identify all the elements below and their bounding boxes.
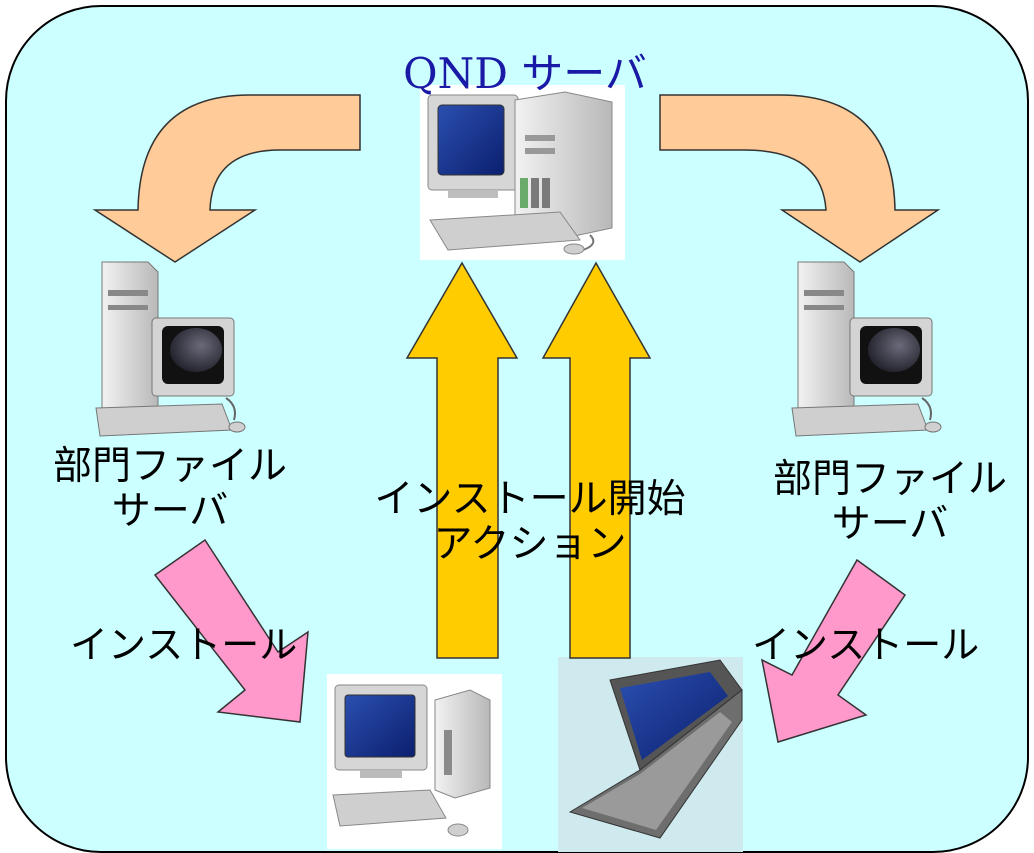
center-action-label-line1: インストール開始 — [374, 477, 686, 522]
right-server-label-line2: サーバ — [831, 501, 949, 547]
center-action-label: インストール開始 アクション — [360, 477, 700, 568]
install-arrow-right — [760, 558, 907, 743]
server-title: QND サーバ — [403, 49, 647, 98]
distribution-arrow-right — [659, 94, 941, 263]
server-computer-icon — [420, 85, 625, 260]
center-action-label-line2: アクション — [433, 521, 627, 567]
action-arrow-right — [541, 261, 652, 659]
tower-pc-icon — [95, 261, 246, 437]
tower-pc-icon-right — [791, 261, 942, 437]
left-server-label-line1: 部門ファイル — [52, 444, 287, 489]
right-server-label-line1: 部門ファイル — [772, 457, 1007, 502]
left-server-label-line2: サーバ — [111, 488, 229, 534]
left-server-label: 部門ファイル サーバ — [40, 444, 300, 535]
right-install-label: インストール — [752, 623, 980, 667]
desktop-pc-icon — [327, 674, 502, 849]
action-arrow-left — [405, 261, 519, 659]
distribution-arrow-left — [92, 94, 361, 263]
laptop-icon — [558, 657, 743, 852]
install-arrow-left — [153, 538, 309, 723]
left-install-label: インストール — [70, 623, 298, 667]
right-server-label: 部門ファイル サーバ — [755, 457, 1025, 548]
